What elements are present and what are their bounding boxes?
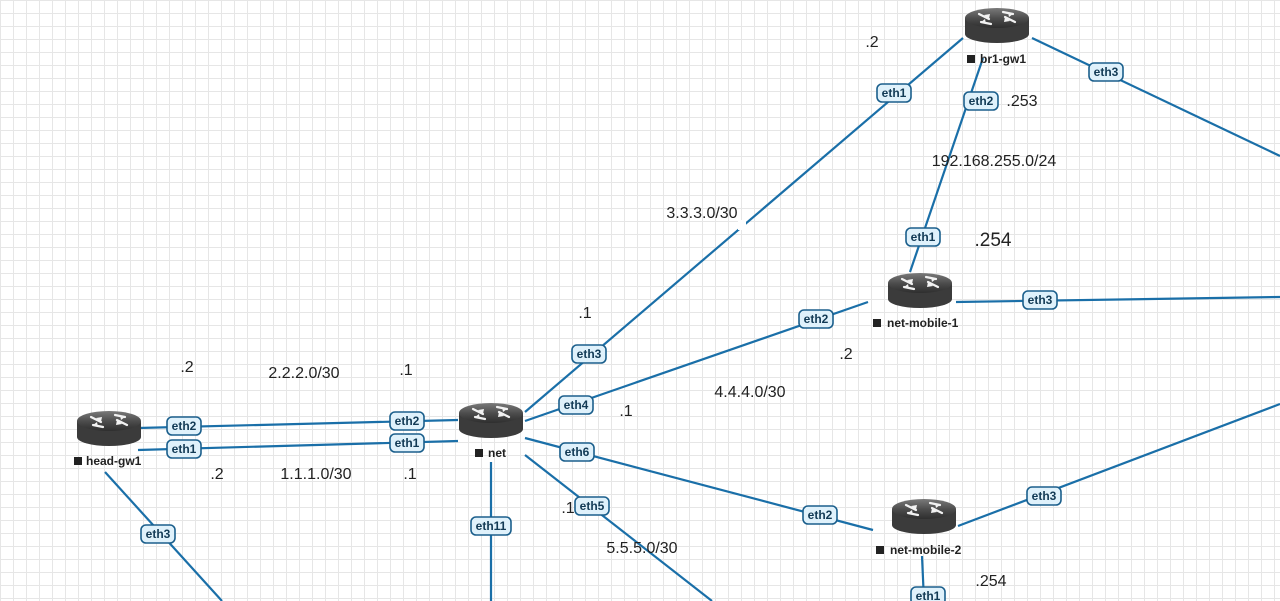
router-icon[interactable] <box>886 271 954 310</box>
port-net-mobile-1-eth3[interactable]: eth3 <box>1022 290 1058 310</box>
svg-text:eth2: eth2 <box>969 94 994 108</box>
node-status-square <box>74 457 82 465</box>
link-net-mobile-2-eth3[interactable] <box>957 402 1280 528</box>
svg-text:eth2: eth2 <box>172 419 197 433</box>
node-label: head-gw1 <box>86 454 142 468</box>
node-net-mobile-2[interactable]: net-mobile-2 <box>876 497 962 557</box>
node-head-gw1[interactable]: head-gw1 <box>74 409 143 468</box>
svg-text:eth1: eth1 <box>172 442 197 456</box>
svg-text:eth11: eth11 <box>476 519 507 533</box>
node-label: br1-gw1 <box>980 52 1026 66</box>
subnet-label: 1.1.1.0/30 <box>280 466 351 483</box>
ip-label: .1 <box>578 305 591 322</box>
ip-label: .2 <box>180 359 193 376</box>
port-net-eth2[interactable]: eth2 <box>389 411 425 431</box>
ports: eth2 eth1 eth3 eth2 eth1 eth3 eth4 eth6 … <box>140 62 1124 601</box>
port-br1-gw1-eth3[interactable]: eth3 <box>1088 62 1124 82</box>
svg-text:eth3: eth3 <box>1028 293 1053 307</box>
port-net-mobile-1-eth2[interactable]: eth2 <box>798 309 834 329</box>
router-icon[interactable] <box>963 6 1031 45</box>
link-br1-gw1-eth3[interactable] <box>1031 37 1280 157</box>
port-net-eth4[interactable]: eth4 <box>558 395 594 415</box>
port-head-gw1-eth2[interactable]: eth2 <box>166 416 202 436</box>
svg-text:eth3: eth3 <box>1094 65 1119 79</box>
router-icon[interactable] <box>890 497 958 536</box>
subnet-label: 4.4.4.0/30 <box>714 384 785 401</box>
node-status-square <box>876 546 884 554</box>
link-net-mobile-1-eth3[interactable] <box>955 295 1280 304</box>
label-gap <box>738 220 746 230</box>
port-head-gw1-eth1[interactable]: eth1 <box>166 439 202 459</box>
ip-label: .253 <box>1006 93 1037 110</box>
ip-label: .1 <box>619 403 632 420</box>
ip-label: .1 <box>403 466 416 483</box>
svg-text:eth2: eth2 <box>804 312 829 326</box>
port-net-mobile-2-eth1[interactable]: eth1 <box>910 586 946 601</box>
port-net-mobile-1-eth1[interactable]: eth1 <box>905 227 941 247</box>
svg-text:eth1: eth1 <box>882 86 907 100</box>
ip-label: .1 <box>561 500 574 517</box>
node-status-square <box>475 449 483 457</box>
svg-text:eth2: eth2 <box>808 508 833 522</box>
router-icon[interactable] <box>457 401 525 440</box>
links <box>104 37 1280 601</box>
port-net-eth1[interactable]: eth1 <box>389 433 425 453</box>
port-net-eth5[interactable]: eth5 <box>574 496 610 516</box>
port-net-eth6[interactable]: eth6 <box>559 442 595 462</box>
svg-text:eth3: eth3 <box>577 347 602 361</box>
port-br1-gw1-eth1[interactable]: eth1 <box>876 83 912 103</box>
node-br1-gw1[interactable]: br1-gw1 <box>963 6 1031 66</box>
node-label: net <box>488 446 506 460</box>
ip-label: .254 <box>975 230 1012 251</box>
port-net-eth11[interactable]: eth11 <box>470 516 512 536</box>
link-net-eth5[interactable] <box>524 454 713 601</box>
node-label: net-mobile-1 <box>887 316 959 330</box>
subnet-label: 5.5.5.0/30 <box>606 540 677 557</box>
svg-text:eth3: eth3 <box>1032 489 1057 503</box>
ip-label: .1 <box>399 362 412 379</box>
ip-label: .254 <box>975 573 1006 590</box>
subnet-label: 192.168.255.0/24 <box>932 153 1057 170</box>
svg-text:eth2: eth2 <box>395 414 420 428</box>
node-label: net-mobile-2 <box>890 543 962 557</box>
svg-text:eth6: eth6 <box>565 445 590 459</box>
ip-label: .2 <box>865 34 878 51</box>
port-net-mobile-2-eth2[interactable]: eth2 <box>802 505 838 525</box>
router-icon[interactable] <box>75 409 143 448</box>
ip-label: .2 <box>210 466 223 483</box>
svg-text:eth4: eth4 <box>564 398 589 412</box>
ip-label: .2 <box>839 346 852 363</box>
subnet-label: 2.2.2.0/30 <box>268 365 339 382</box>
node-net[interactable]: net <box>457 401 525 460</box>
node-net-mobile-1[interactable]: net-mobile-1 <box>873 271 959 330</box>
port-net-eth3[interactable]: eth3 <box>571 344 607 364</box>
port-br1-gw1-eth2[interactable]: eth2 <box>963 91 999 111</box>
svg-text:eth1: eth1 <box>916 589 941 601</box>
svg-text:eth5: eth5 <box>580 499 605 513</box>
svg-text:eth3: eth3 <box>146 527 171 541</box>
port-net-mobile-2-eth3[interactable]: eth3 <box>1026 486 1062 506</box>
subnet-label: 3.3.3.0/30 <box>666 205 737 222</box>
svg-text:eth1: eth1 <box>395 436 420 450</box>
node-status-square <box>967 55 975 63</box>
address-labels: .2 2.2.2.0/30 .1 .2 1.1.1.0/30 .1 .1 3.3… <box>180 34 1056 590</box>
svg-text:eth1: eth1 <box>911 230 936 244</box>
node-status-square <box>873 319 881 327</box>
port-head-gw1-eth3[interactable]: eth3 <box>140 524 176 544</box>
